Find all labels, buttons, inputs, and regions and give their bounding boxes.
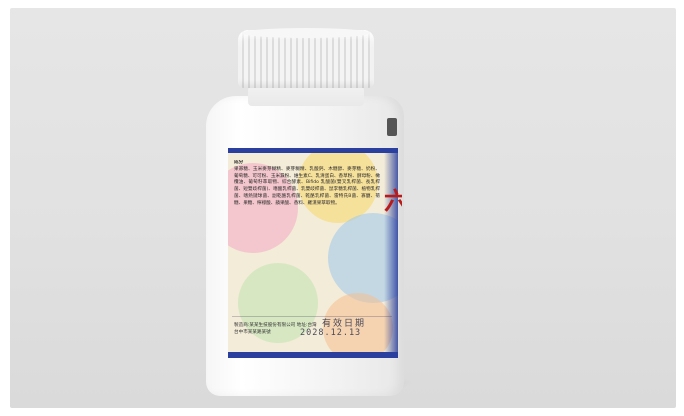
expiry-date: 2028.12.13 (300, 328, 362, 338)
label-edge-band (384, 153, 398, 352)
label-bubble-pink (228, 163, 298, 253)
label-bubble-orange (323, 293, 393, 352)
product-label (228, 148, 398, 358)
ingredients-heading: 成分 (234, 160, 244, 165)
ingredients-block: 成分 果寡糖、玉米麥芽糊精、麥芽糊精、乳酸鈣、木糖醇、麥芽糖、奶粉、葡萄糖、可可… (234, 160, 380, 310)
manufacturer-info: 製造商:某某生技股份有限公司 地址:台灣台中市某某路某號 (234, 323, 317, 335)
bottle-neck (248, 86, 364, 106)
ingredients-text: 果寡糖、玉米麥芽糊精、麥芽糊精、乳酸鈣、木糖醇、麥芽糖、奶粉、葡萄糖、可可粉、玉… (234, 166, 380, 206)
expiry-label: 有效日期 (322, 319, 367, 329)
bottle-cap (238, 30, 374, 88)
label-bubble-green (238, 263, 318, 343)
label-footer (232, 316, 392, 343)
bottle-cap-top (242, 28, 370, 38)
label-bubble-yellow (298, 153, 378, 223)
brand-glyph-partial: 六 (384, 186, 402, 215)
bottle-side-mark (387, 118, 397, 136)
